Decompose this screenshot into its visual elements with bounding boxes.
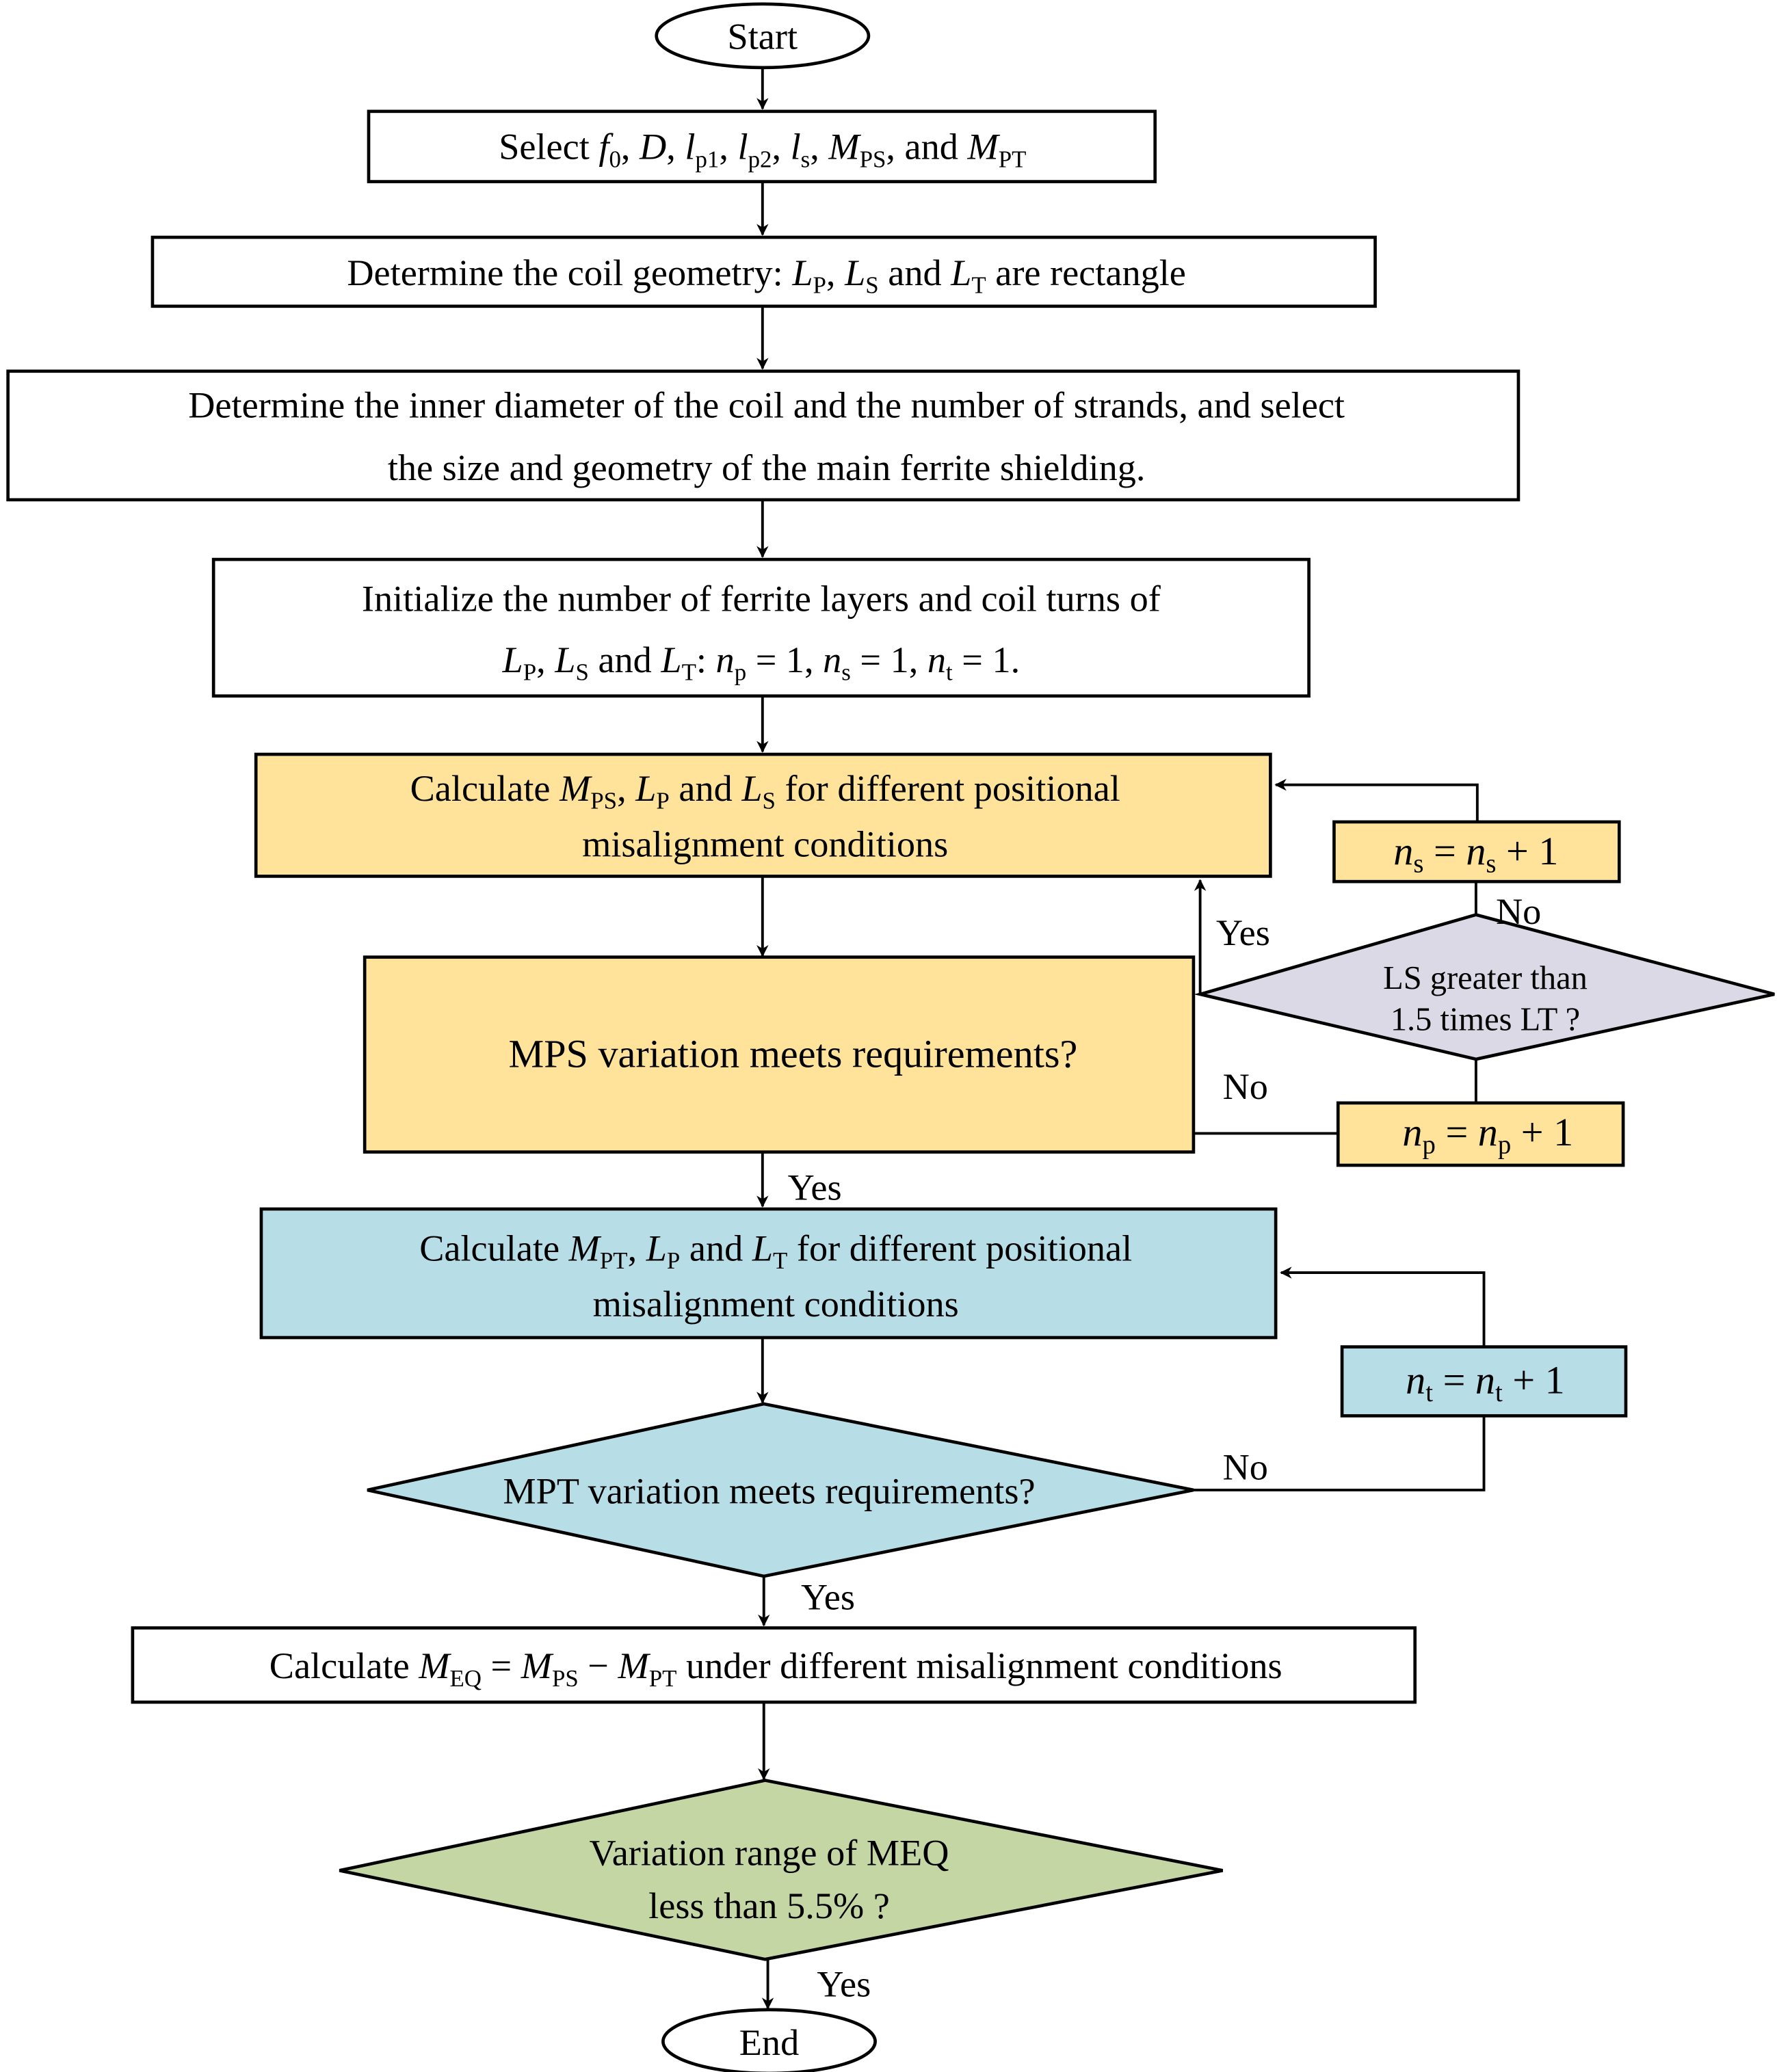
inner-diameter-line2: the size and geometry of the main ferrit… bbox=[388, 447, 1146, 488]
start-terminal bbox=[655, 2, 871, 70]
np-increment-text: np = np + 1 bbox=[1402, 1110, 1573, 1160]
nt-increment-text: nt = nt + 1 bbox=[1406, 1357, 1565, 1407]
ls-check-diamond bbox=[1194, 913, 1775, 1061]
select-parameters-text: Select f0, D, lp1, lp2, ls, MPS, and MPT bbox=[499, 127, 1026, 173]
meq-check-line1: Variation range of MEQ bbox=[590, 1833, 949, 1874]
mps-no-label: No bbox=[1223, 1066, 1268, 1107]
inner-diameter-box bbox=[6, 369, 1521, 502]
meq-check-line2: less than 5.5% ? bbox=[648, 1885, 890, 1926]
select-parameters-box bbox=[367, 109, 1157, 183]
mpt-check-text: MPT variation meets requirements? bbox=[503, 1470, 1035, 1511]
initialize-line2: LP, LS and LT: np = 1, ns = 1, nt = 1. bbox=[502, 639, 1021, 686]
calc-meq-text: Calculate MEQ = MPS − MPT under differen… bbox=[269, 1645, 1282, 1692]
calc-mps-line2: misalignment conditions bbox=[582, 823, 948, 864]
mpt-no-label: No bbox=[1223, 1446, 1268, 1487]
calc-mpt-box bbox=[259, 1207, 1278, 1340]
mps-check-box bbox=[363, 955, 1196, 1154]
end-terminal bbox=[661, 2008, 877, 2072]
coil-geometry-text: Determine the coil geometry: LP, LS and … bbox=[347, 252, 1186, 299]
coil-geometry-box bbox=[150, 235, 1377, 308]
ls-check-line2: 1.5 times LT ? bbox=[1391, 1001, 1580, 1037]
mps-check-text: MPS variation meets requirements? bbox=[508, 1032, 1077, 1076]
initialize-box bbox=[211, 557, 1311, 698]
meq-check-diamond bbox=[339, 1779, 1224, 1961]
inner-diameter-line1: Determine the inner diameter of the coil… bbox=[188, 385, 1345, 426]
calc-mpt-line2: misalignment conditions bbox=[593, 1284, 959, 1325]
arrow-ntinc-calcmpt bbox=[1280, 1266, 1486, 1347]
calc-mps-line1: Calculate MPS, LP and LS for different p… bbox=[410, 768, 1120, 814]
line-mptcheck-no-ntinc bbox=[1193, 1416, 1486, 1491]
initialize-line1: Initialize the number of ferrite layers … bbox=[362, 579, 1161, 620]
calc-meq-box bbox=[131, 1626, 1417, 1704]
meq-yes-label: Yes bbox=[817, 1964, 871, 2005]
calc-mps-box bbox=[254, 752, 1272, 878]
calc-mpt-line1: Calculate MPT, LP and LT for different p… bbox=[419, 1228, 1132, 1275]
mps-yes-label: Yes bbox=[788, 1167, 842, 1208]
ls-check-line1: LS greater than bbox=[1383, 960, 1588, 996]
start-label: Start bbox=[728, 16, 798, 57]
ns-increment-text: ns = ns + 1 bbox=[1393, 829, 1558, 879]
mpt-yes-label: Yes bbox=[801, 1576, 855, 1617]
ls-yes-label: Yes bbox=[1216, 912, 1270, 953]
arrow-nsinc-calcmps bbox=[1274, 778, 1479, 822]
end-label: End bbox=[739, 2022, 799, 2063]
ls-no-label: No bbox=[1496, 891, 1541, 932]
